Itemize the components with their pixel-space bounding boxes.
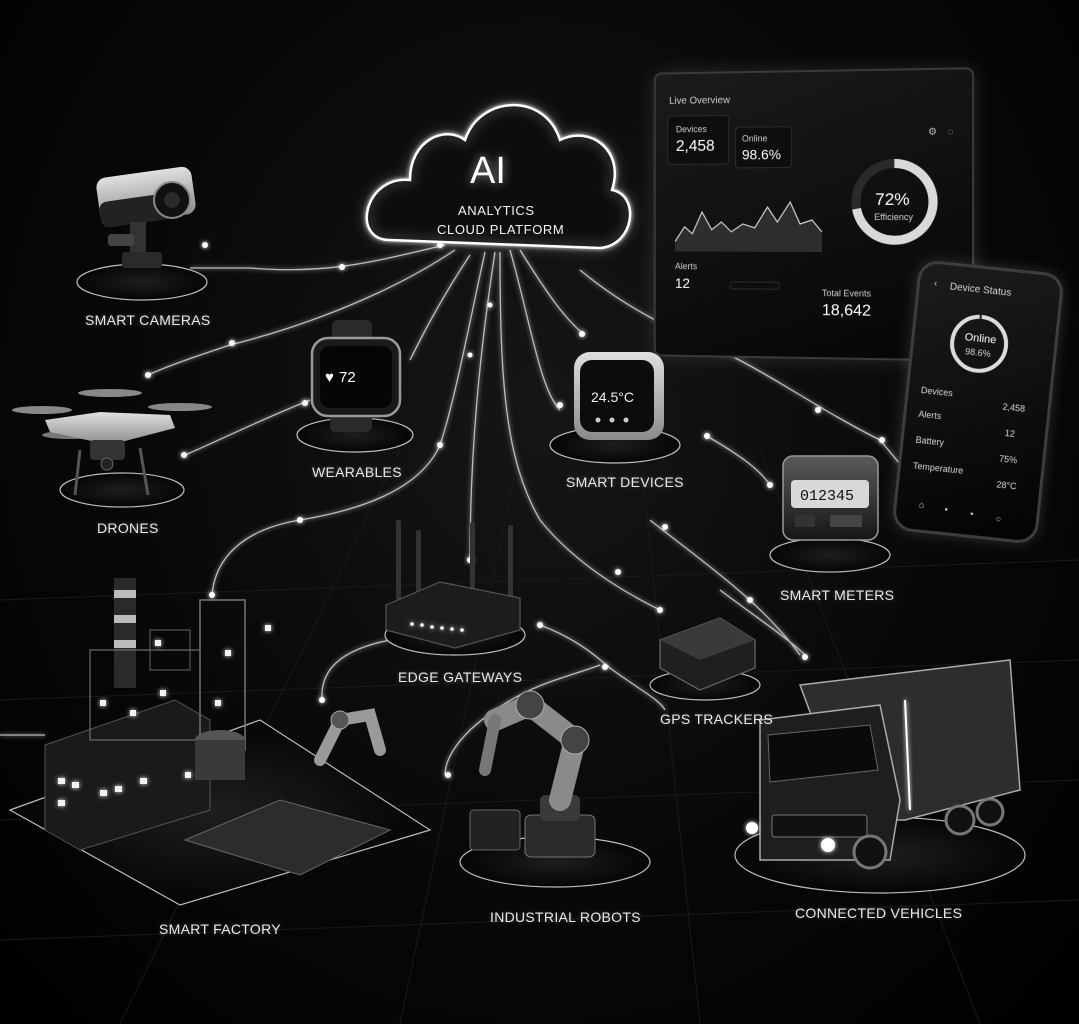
phone-bell-icon[interactable]: • (969, 508, 974, 520)
link-devices (509, 249, 561, 411)
link-gps (719, 589, 806, 656)
label-connected-vehicles: CONNECTED VEHICLES (795, 905, 963, 921)
phone-row-value: 75% (998, 453, 1018, 466)
meter-reading: 012345 (800, 488, 854, 505)
link-gateway-2 (469, 251, 496, 561)
drone-pedestal (59, 472, 185, 508)
router-icon[interactable] (385, 520, 521, 649)
link-cameras (190, 244, 446, 271)
link-gateway (211, 251, 486, 596)
phone-row-value: 28°C (995, 479, 1018, 492)
watch-heart-rate: 72 (339, 369, 356, 386)
robot-arm-icon[interactable] (469, 690, 596, 858)
online-card: Online 98.6% (735, 126, 793, 169)
link-wearables (409, 254, 471, 361)
phone-row-value: 12 (1004, 428, 1016, 440)
ai-cloud[interactable] (363, 102, 634, 252)
alerts-label: Alerts (674, 261, 698, 272)
alerts-value: 12 (674, 275, 690, 291)
online-card-value: 98.6% (741, 146, 781, 163)
link-edge-factory (321, 639, 391, 701)
phone-profile-icon[interactable]: ○ (995, 513, 1002, 525)
drone-icon[interactable] (12, 389, 212, 496)
phone-row-label: Battery (915, 434, 945, 448)
link-trucks (649, 519, 801, 656)
camera-pedestal (76, 263, 208, 301)
phone-row-label: Alerts (917, 408, 942, 422)
label-industrial-robots: INDUSTRIAL ROBOTS (490, 909, 641, 925)
link-meters-2 (704, 434, 771, 486)
cloud-line-2: CLOUD PLATFORM (437, 222, 565, 237)
devices-card-value: 2,458 (675, 137, 715, 155)
phone-row-label: Devices (920, 384, 954, 399)
label-smart-factory: SMART FACTORY (159, 921, 281, 937)
alerts-bar (729, 281, 781, 290)
truck-icon[interactable] (746, 659, 1021, 870)
label-smart-devices: SMART DEVICES (566, 474, 684, 490)
efficiency-label: Efficiency (874, 211, 914, 223)
efficiency-value: 72% (875, 189, 910, 209)
watch-icon[interactable] (310, 320, 402, 432)
factory-icon[interactable] (44, 578, 392, 876)
link-drones-2 (184, 399, 311, 456)
label-smart-meters: SMART METERS (780, 587, 895, 603)
phone-row-label: Temperature (912, 460, 964, 476)
devices-card-label: Devices (675, 124, 707, 135)
dashboard-title: Live Overview (669, 95, 731, 107)
settings-icon[interactable]: ⚙ (927, 126, 938, 138)
live-overview-dashboard[interactable]: Live Overview ⚙ ◌ Devices 2,458 Online 9… (653, 67, 975, 362)
label-wearables: WEARABLES (312, 464, 402, 480)
link-edge-gps (539, 624, 666, 711)
phone-title: Device Status (949, 281, 1012, 299)
cloud-line-1: ANALYTICS (458, 203, 535, 218)
label-edge-gateways: EDGE GATEWAYS (398, 669, 523, 685)
label-drones: DRONES (97, 520, 159, 536)
phone-stats-icon[interactable]: ▪ (944, 504, 949, 515)
devices-card: Devices 2,458 (667, 114, 730, 165)
device-status-phone[interactable]: ‹ Device Status Online 98.6% Devices 2,4… (891, 259, 1065, 545)
label-gps-trackers: GPS TRACKERS (660, 711, 774, 727)
total-events-value: 18,642 (821, 302, 872, 320)
heart-icon: ♥ (325, 369, 334, 386)
phone-online-ring (950, 314, 1009, 373)
thermostat-icon[interactable] (574, 352, 664, 440)
phone-back-icon[interactable]: ‹ (933, 277, 938, 289)
total-events-label: Total Events (821, 288, 872, 299)
label-smart-cameras: SMART CAMERAS (85, 312, 211, 328)
phone-home-icon[interactable]: ⌂ (918, 499, 925, 510)
link-smartdev (519, 249, 586, 336)
link-drones (147, 249, 456, 376)
activity-chart (674, 182, 822, 253)
thermostat-temperature: 24.5°C (591, 389, 634, 405)
meter-pedestal (769, 537, 891, 573)
online-card-label: Online (741, 133, 768, 144)
menu-icon[interactable]: ◌ (947, 126, 954, 138)
gps-tracker-icon[interactable] (659, 617, 756, 691)
connection-lines (0, 244, 906, 776)
camera-icon[interactable] (95, 166, 197, 268)
link-factory (499, 251, 661, 611)
cloud-title: AI (470, 150, 506, 192)
phone-row-value: 2,458 (1002, 401, 1026, 414)
meter-icon[interactable] (782, 455, 879, 541)
